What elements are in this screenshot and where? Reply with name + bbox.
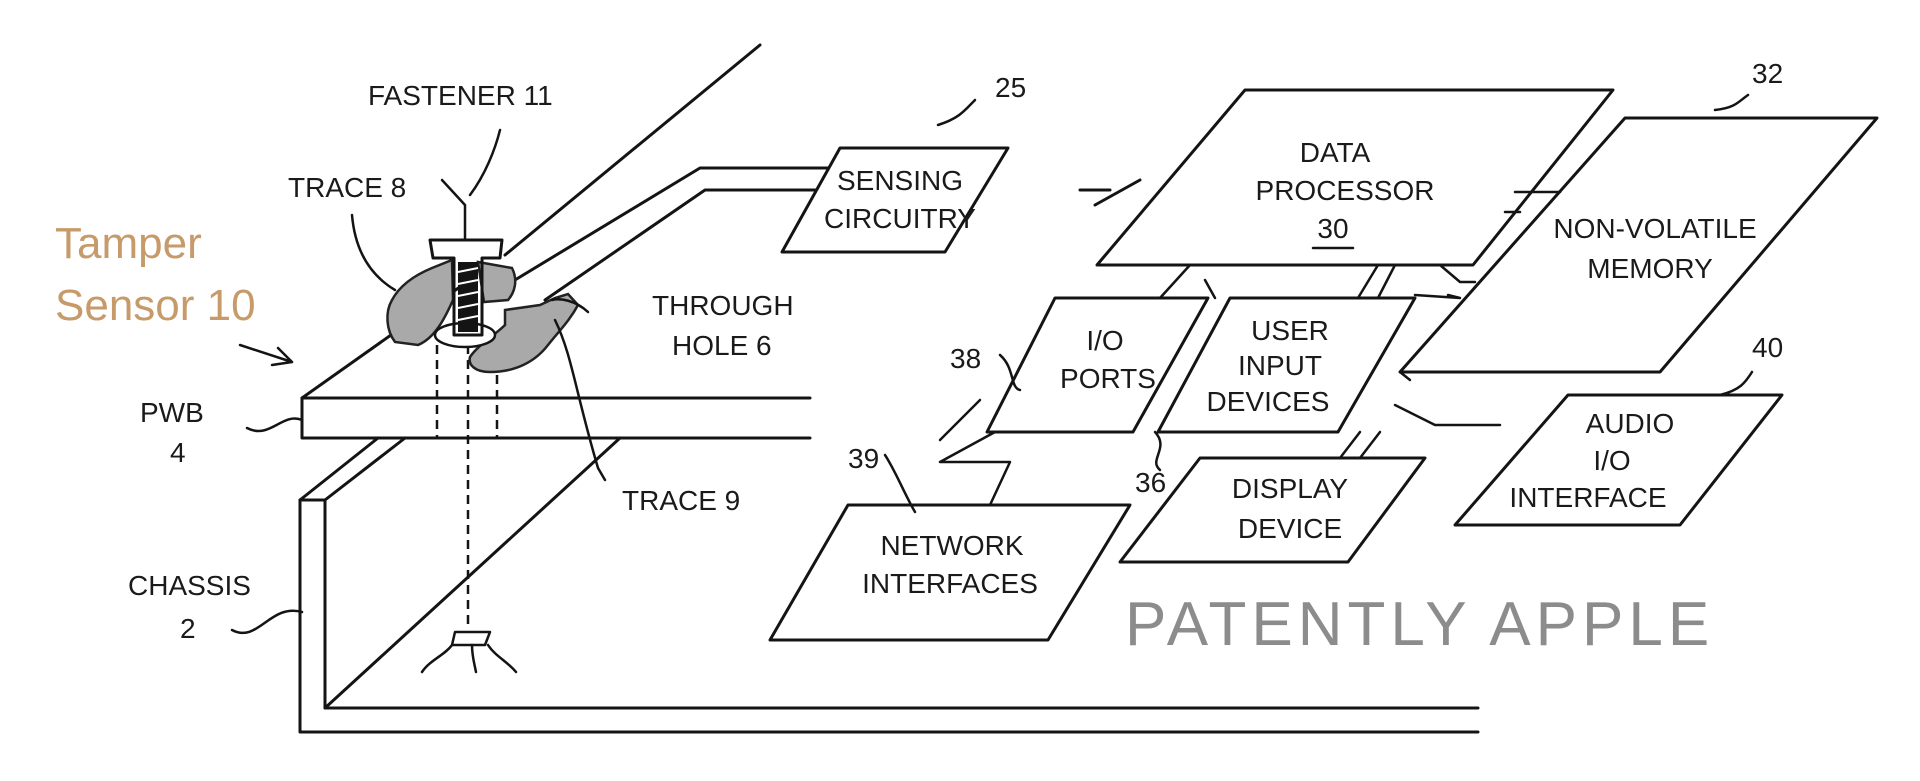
block-shapes [768,88,1879,642]
hole-projection [420,345,518,674]
memory-label-line1: NON-VOLATILE [1553,213,1756,244]
processor-label-line2: PROCESSOR [1256,175,1435,206]
sensing-block [780,146,1010,254]
processor-ref: 30 [1317,213,1348,244]
display-block [1118,456,1427,564]
memory-label-line2: MEMORY [1587,253,1713,284]
processor-block [1095,88,1615,267]
audio-label-line2: I/O [1593,445,1630,476]
user-input-label-line1: USER [1251,315,1329,346]
chassis-label-line1: CHASSIS [128,570,251,601]
io-ports-label-line2: PORTS [1060,363,1156,394]
network-label-line2: INTERFACES [862,568,1038,599]
chassis-label-line2: 2 [180,613,196,644]
io-ports-ref: 38 [950,343,981,374]
through-hole-label-line1: THROUGH [652,290,794,321]
fastener-label: FASTENER 11 [368,80,553,111]
audio-label-line1: AUDIO [1586,408,1675,439]
tamper-label-line1: Tamper [55,219,202,268]
trace-9 [468,292,580,374]
sensing-label-line2: CIRCUITRY [824,203,976,234]
io-ports-block [985,296,1210,434]
sensing-label-line1: SENSING [837,165,963,196]
board-traces [503,43,1142,302]
memory-ref: 32 [1752,58,1783,89]
network-label-line1: NETWORK [880,530,1023,561]
display-label-line2: DEVICE [1238,513,1342,544]
network-ref: 39 [848,443,879,474]
trace8-label: TRACE 8 [288,172,406,203]
network-block [768,503,1132,642]
fastener [428,178,504,337]
user-input-block [1156,296,1417,434]
audio-ref: 40 [1752,332,1783,363]
display-ref: 36 [1135,467,1166,498]
sensing-ref: 25 [995,72,1026,103]
through-hole-label-line2: HOLE 6 [672,330,772,361]
pwb-label-line1: PWB [140,397,204,428]
user-input-label-line2: INPUT [1238,350,1322,381]
processor-label-line1: DATA [1300,137,1371,168]
tamper-label-line2: Sensor 10 [55,281,256,330]
leader-lines [230,93,1754,635]
watermark-text: PATENTLY APPLE [1125,590,1714,659]
user-input-label-line3: DEVICES [1207,386,1330,417]
display-label-line1: DISPLAY [1232,473,1349,504]
trace-8 [386,258,517,347]
trace9-label: TRACE 9 [622,485,740,516]
audio-block [1453,393,1784,527]
bus-lines [938,190,1562,507]
pwb-label-line2: 4 [170,437,186,468]
memory-block [1398,116,1879,374]
audio-label-line3: INTERFACE [1509,482,1666,513]
io-ports-label-line1: I/O [1086,325,1123,356]
chassis-frame [298,436,1480,734]
